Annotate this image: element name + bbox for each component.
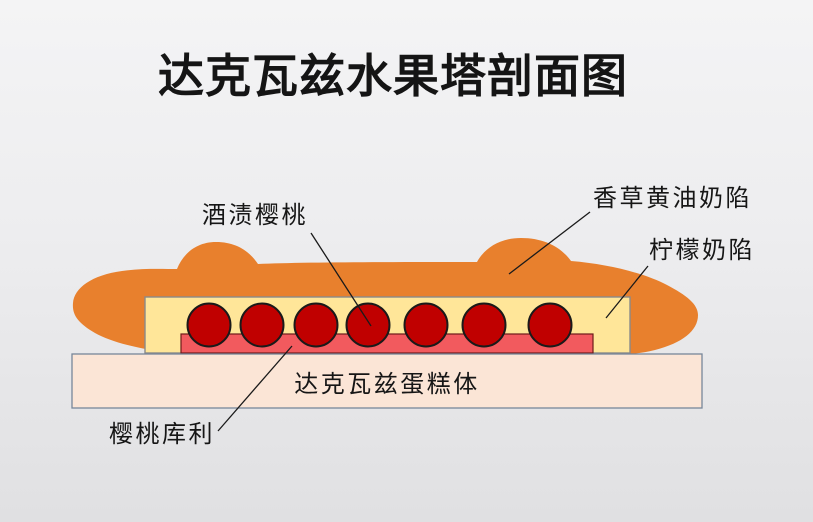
cherry-shape — [461, 302, 507, 348]
label-cherry-coulis: 樱桃库利 — [109, 421, 215, 448]
cherry-shape — [403, 302, 449, 348]
label-soaked-cherries: 酒渍樱桃 — [202, 202, 308, 229]
leader-line-vanilla-cream — [508, 211, 591, 275]
label-vanilla-butter-cream: 香草黄油奶陷 — [593, 185, 752, 212]
cherry-shape — [293, 302, 339, 348]
leader-line-soaked-cherries — [310, 232, 372, 327]
cake-base-shape — [71, 353, 703, 409]
cherry-shape — [186, 302, 232, 348]
leader-line-lemon-cream — [605, 265, 649, 319]
label-lemon-cream: 柠檬奶陷 — [649, 237, 755, 264]
cherry-shape — [239, 302, 285, 348]
leader-lines — [217, 211, 649, 432]
diagram-title: 达克瓦兹水果塔剖面图 — [158, 50, 628, 102]
cherry-row — [186, 302, 573, 348]
cherry-shape — [527, 302, 573, 348]
cherry-shape — [345, 302, 391, 348]
leader-line-cherry-coulis — [217, 345, 293, 432]
label-cake-body-container: 达克瓦兹蛋糕体 — [72, 354, 702, 408]
label-cake-body: 达克瓦兹蛋糕体 — [294, 370, 480, 398]
